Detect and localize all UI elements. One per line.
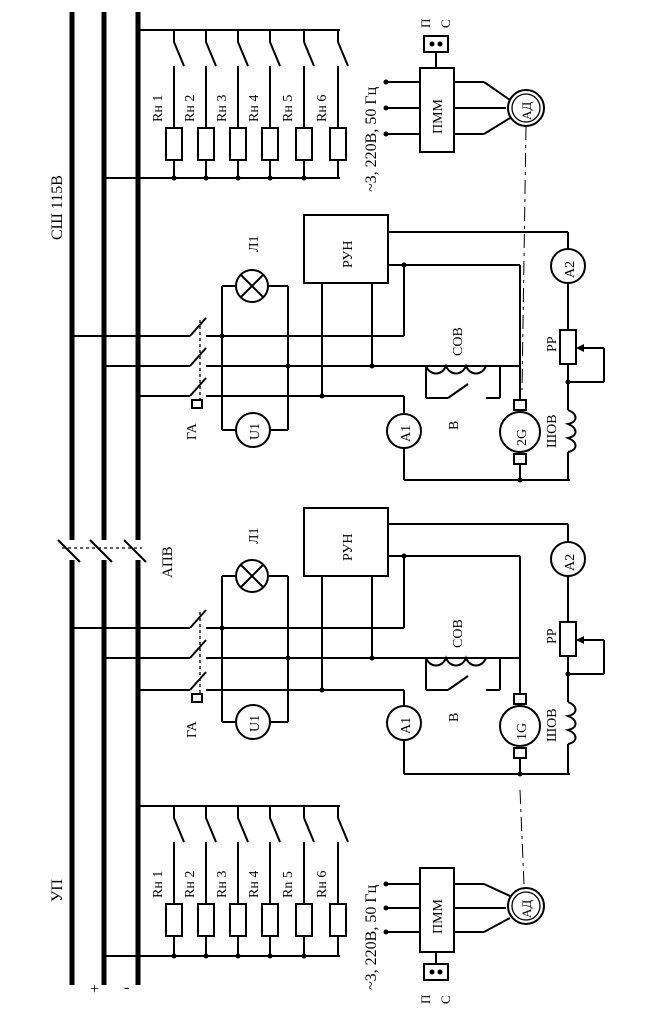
drive-bottom: ~3, 220В, 50 Гц ПММ П С АД: [363, 789, 545, 1004]
load-label: Rн 4: [247, 95, 262, 122]
apv-switch: АПВ: [57, 539, 176, 578]
load-label: Rn 5: [281, 871, 296, 898]
starter-box: [419, 67, 455, 153]
voltmeter-label: U1: [248, 715, 263, 732]
supply-label: ~3, 220В, 50 Гц: [363, 86, 380, 192]
load-label: Rн 6: [315, 95, 330, 122]
supply-label: ~3, 220В, 50 Гц: [363, 884, 380, 990]
rheostat-label: РР: [545, 628, 560, 644]
main-buses: [69, 12, 141, 985]
switch-label: В: [447, 421, 462, 430]
generator-symbol: [499, 411, 541, 453]
minus-sign: -: [124, 979, 129, 996]
load-label: Rн 2: [183, 95, 198, 122]
generator-unit-bottom: ГА Л1 U1 РУН A1 СОВ В 1G: [69, 507, 605, 777]
starter-label: ПММ: [431, 898, 446, 934]
switch-label: В: [447, 713, 462, 722]
button-s-label: С: [438, 995, 453, 1004]
generator-label: 2G: [515, 429, 530, 446]
ammeter2-label: A2: [563, 261, 578, 278]
shunt-winding-label: ШОВ: [545, 414, 560, 448]
voltmeter-label: U1: [248, 423, 263, 440]
series-winding-label: СОВ: [451, 619, 466, 648]
plus-sign: +: [90, 981, 99, 998]
load-label: Rн 5: [281, 95, 296, 122]
load-label: Rн 1: [151, 95, 166, 122]
rheostat-label: РР: [545, 336, 560, 352]
regulator-label: РУН: [341, 241, 356, 268]
motor-symbol: [507, 887, 545, 925]
breaker-label: ГА: [185, 422, 200, 440]
shunt-winding-label: ШОВ: [545, 708, 560, 742]
regulator-box: [303, 214, 389, 284]
load-label: Rн 6: [315, 871, 330, 898]
generator-symbol: [499, 705, 541, 747]
load-label: Rн 1: [151, 871, 166, 898]
generator-unit-top: ГА Л1 U1 РУН A1 СОВ В: [69, 214, 605, 483]
series-winding-label: СОВ: [451, 327, 466, 356]
load-label: Rн 3: [215, 871, 230, 898]
load-bank-bottom: Rн 1 Rн 2 Rн 3 Rн 4 Rn 5: [104, 805, 349, 959]
ammeter1-label: A1: [399, 425, 414, 442]
button-p-label: П: [418, 995, 433, 1004]
generator-label: 1G: [515, 723, 530, 740]
load-bank-top: Rн 1 Rн 2 Rн 3 Rн 4 Rн 5: [104, 29, 349, 181]
regulator-box: [303, 507, 389, 577]
ammeter1-label: A1: [399, 717, 414, 734]
load-label: Rн 2: [183, 871, 198, 898]
lamp-label: Л1: [247, 528, 262, 545]
breaker-label: ГА: [185, 720, 200, 738]
load-label: Rн 3: [215, 95, 230, 122]
button-p-label: П: [418, 19, 433, 28]
starter-label: ПММ: [431, 98, 446, 134]
button-s-label: С: [438, 19, 453, 28]
drive-top: ~3, 220В, 50 Гц ПММ П С АД: [363, 19, 545, 391]
motor-label: АД: [519, 900, 534, 918]
ammeter2-label: A2: [563, 554, 578, 571]
lower-bus-label: УП: [49, 879, 66, 902]
regulator-label: РУН: [341, 534, 356, 561]
upper-bus-label: СШ 115В: [49, 175, 66, 240]
load-label: Rн 4: [247, 871, 262, 898]
lamp-label: Л1: [247, 236, 262, 253]
apv-label: АПВ: [160, 546, 176, 578]
motor-label: АД: [519, 102, 534, 120]
